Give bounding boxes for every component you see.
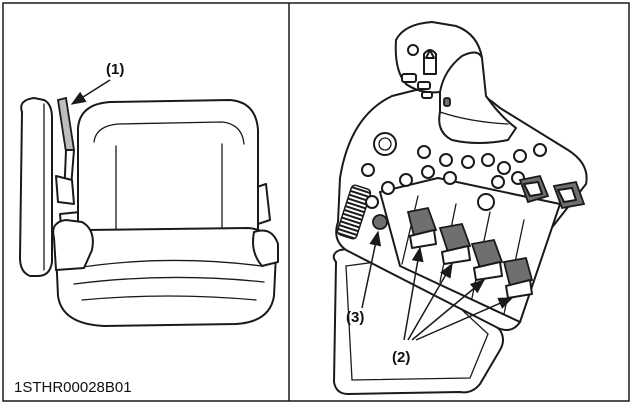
round-button[interactable] <box>417 145 431 159</box>
right-bolster <box>252 229 279 267</box>
switch-2[interactable] <box>470 238 504 281</box>
round-button[interactable] <box>491 175 505 189</box>
callout-2-arrows <box>403 246 514 341</box>
round-button[interactable] <box>421 165 435 179</box>
joystick-grip[interactable] <box>394 21 517 144</box>
figure-code: 1STHR00028B01 <box>14 379 132 396</box>
switch-2[interactable] <box>502 256 534 299</box>
callout-3-label: (3) <box>346 309 364 326</box>
callout-1-label: (1) <box>106 61 124 78</box>
seat-illustration <box>19 96 279 327</box>
callout-3-arrow <box>361 230 382 309</box>
round-button[interactable] <box>477 193 495 211</box>
side-switch[interactable] <box>552 180 586 210</box>
console-illustration <box>332 21 588 395</box>
switch-2[interactable] <box>438 222 472 265</box>
round-button[interactable] <box>399 173 413 187</box>
round-button[interactable] <box>443 171 457 185</box>
left-bolster <box>52 219 94 271</box>
thumbwheel-icon[interactable] <box>336 184 372 240</box>
round-button[interactable] <box>533 143 547 157</box>
round-button[interactable] <box>361 163 375 177</box>
button-3[interactable] <box>372 214 388 230</box>
callout-1-arrow <box>70 79 111 105</box>
lever-1[interactable] <box>55 96 76 205</box>
side-switch[interactable] <box>518 174 550 204</box>
large-knob[interactable] <box>373 132 397 156</box>
round-button[interactable] <box>513 149 527 163</box>
round-button[interactable] <box>365 195 379 209</box>
armrest-pad <box>19 97 53 277</box>
callout-2-label: (2) <box>392 349 410 366</box>
round-button[interactable] <box>481 153 495 167</box>
round-button[interactable] <box>497 161 511 175</box>
arm-pad <box>332 241 504 395</box>
round-button[interactable] <box>381 181 395 195</box>
round-button[interactable] <box>439 153 453 167</box>
button-grid <box>361 143 547 211</box>
round-button[interactable] <box>461 155 475 169</box>
switch-2[interactable] <box>406 206 438 249</box>
